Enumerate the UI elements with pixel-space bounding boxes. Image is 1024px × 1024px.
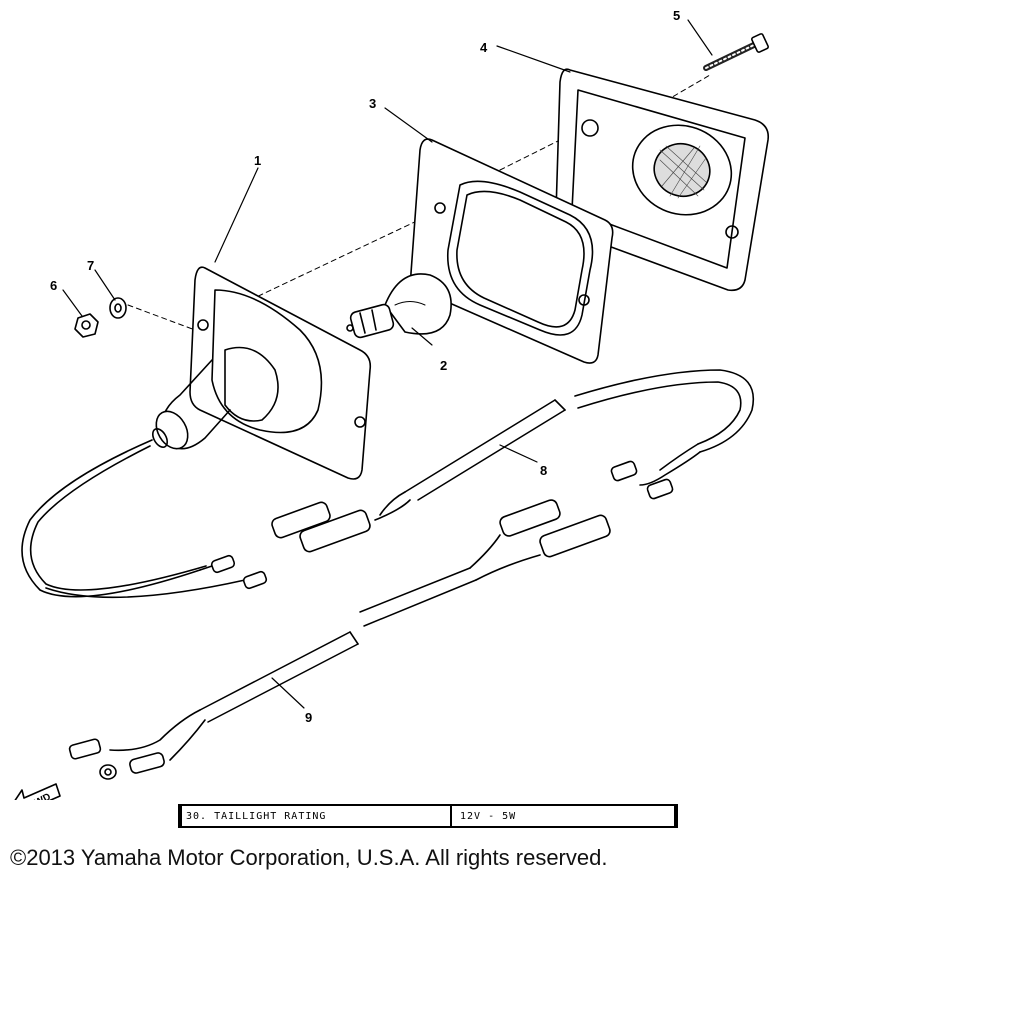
taillight-rating-table: 30. TAILLIGHT RATING 12V - 5W [178,804,678,828]
callout-wire-lead-8: 8 [540,463,547,478]
leader-lines [62,19,713,709]
callout-wire-lead-9: 9 [305,710,312,725]
fwd-arrow-icon [14,783,61,800]
housing-wire [21,439,268,599]
callout-screw: 5 [673,8,680,23]
screw [703,33,769,71]
callout-housing: 1 [254,153,261,168]
callout-bulb: 2 [440,358,447,373]
callout-nut: 6 [50,278,57,293]
gasket [410,138,614,364]
housing [151,266,372,480]
wire-lead-8 [271,369,754,553]
callout-gasket: 3 [369,96,376,111]
wire-lead-9 [68,499,611,780]
bulb [346,273,452,339]
rating-value: 12V - 5W [460,810,517,822]
copyright-notice: ©2013 Yamaha Motor Corporation, U.S.A. A… [10,845,608,870]
fwd-label: FWD [28,791,53,800]
rating-label: 30. TAILLIGHT RATING [182,806,452,826]
washer [109,297,127,319]
nut [74,313,99,338]
callout-lens: 4 [480,40,488,55]
taillight-exploded-diagram: 1 2 3 4 5 6 7 8 9 FWD [14,8,770,800]
callout-washer: 7 [87,258,94,273]
